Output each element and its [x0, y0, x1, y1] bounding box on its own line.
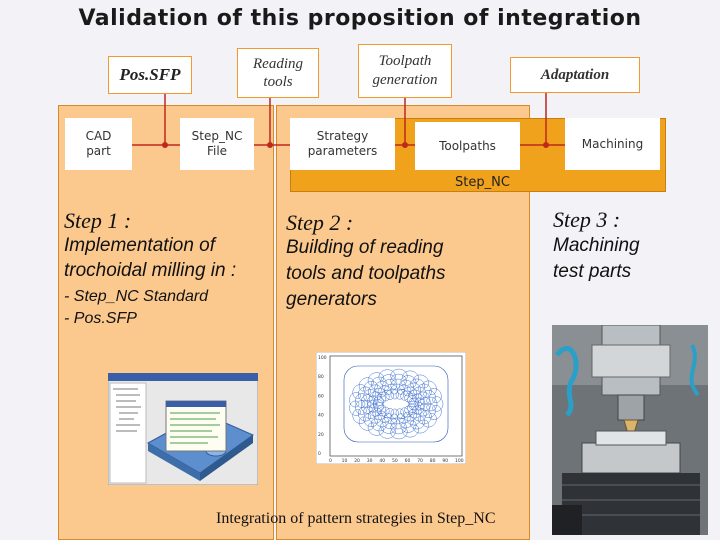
reading-tools-label: Reading tools — [253, 56, 303, 90]
adaptation-box: Adaptation — [510, 57, 640, 93]
machining-box: Machining — [565, 118, 660, 170]
step1-item2: - Pos.SFP — [64, 310, 137, 327]
step2-line3: generators — [286, 289, 377, 310]
plot-x-tick-label: 70 — [417, 458, 423, 464]
trochoidal-toolpath-plot: 100 80 60 40 20 0 0 10 20 30 40 50 60 70 80 90 100 — [316, 352, 466, 464]
plot-x-tick-label: 30 — [367, 458, 373, 464]
plot-x-tick-label: 10 — [342, 458, 348, 464]
dot-toolpathgen — [402, 142, 408, 148]
plot-y-tick-label: 40 — [318, 413, 324, 419]
toolpath-curve — [361, 378, 432, 430]
stepnc-file-box: Step_NC File — [180, 118, 254, 170]
dot-adaptation — [543, 142, 549, 148]
figure-caption: Integration of pattern strategies in Ste… — [216, 510, 496, 527]
possfp-label: Pos.SFP — [119, 65, 181, 84]
plot-x-tick-label: 90 — [442, 458, 448, 464]
toolpath-generation-box: Toolpath generation — [358, 44, 452, 98]
toolpath-curve — [372, 388, 420, 420]
toolpaths-label: Toolpaths — [439, 138, 496, 153]
step1-item1: - Step_NC Standard — [64, 288, 209, 305]
step3-title: Step 3 : — [553, 207, 621, 232]
toolpath-boundary — [343, 365, 449, 443]
plot-y-tick-label: 20 — [318, 432, 324, 438]
step1-line2: trochoidal milling in : — [64, 260, 237, 281]
step1-title: Step 1 : — [64, 208, 132, 233]
plot-y-tick-label: 60 — [318, 393, 324, 399]
toolpaths-box: Toolpaths — [415, 122, 520, 170]
plot-x-tick-label: 0 — [329, 458, 332, 464]
plot-y-tick-label: 80 — [318, 374, 324, 380]
toolpath-generation-label: Toolpath generation — [372, 53, 438, 88]
plot-y-tick-label: 0 — [318, 451, 321, 457]
plot-x-tick-label: 80 — [430, 458, 436, 464]
software-screenshot-image — [108, 373, 258, 485]
machining-photo-image — [552, 325, 708, 535]
stepnc-band-label: Step_NC — [455, 175, 510, 190]
plot-x-tick-label: 40 — [379, 458, 385, 464]
plot-x-tick-label: 100 — [455, 458, 464, 464]
possfp-box: Pos.SFP — [108, 56, 192, 94]
adaptation-label: Adaptation — [540, 66, 610, 83]
plot-x-tick-label: 60 — [405, 458, 411, 464]
toolpath-curve — [349, 368, 444, 440]
step3-line1: Machining — [553, 235, 640, 256]
workflow-connectors — [132, 90, 565, 148]
cad-part-box: CAD part — [65, 118, 132, 170]
dot-reading — [267, 142, 273, 148]
step2-line2: tools and toolpaths — [286, 263, 446, 284]
stepnc-file-label: Step_NC File — [191, 129, 243, 158]
strategy-parameters-box: Strategy parameters — [290, 118, 395, 170]
step2-line1: Building of reading — [286, 237, 444, 258]
step1-line1: Implementation of — [64, 235, 216, 256]
step3-line2: test parts — [553, 261, 632, 282]
machining-label: Machining — [581, 136, 644, 151]
plot-x-tick-label: 50 — [392, 458, 398, 464]
toolpath-curve — [355, 373, 438, 435]
step2-title: Step 2 : — [286, 210, 354, 235]
plot-x-tick-label: 20 — [354, 458, 360, 464]
strategy-parameters-label: Strategy parameters — [307, 129, 378, 158]
reading-tools-box: Reading tools — [237, 48, 319, 98]
dot-possfp — [162, 142, 168, 148]
plot-y-tick-label: 100 — [318, 355, 327, 361]
page-title: Validation of this proposition of integr… — [78, 6, 642, 31]
cad-part-label: CAD part — [85, 129, 112, 158]
